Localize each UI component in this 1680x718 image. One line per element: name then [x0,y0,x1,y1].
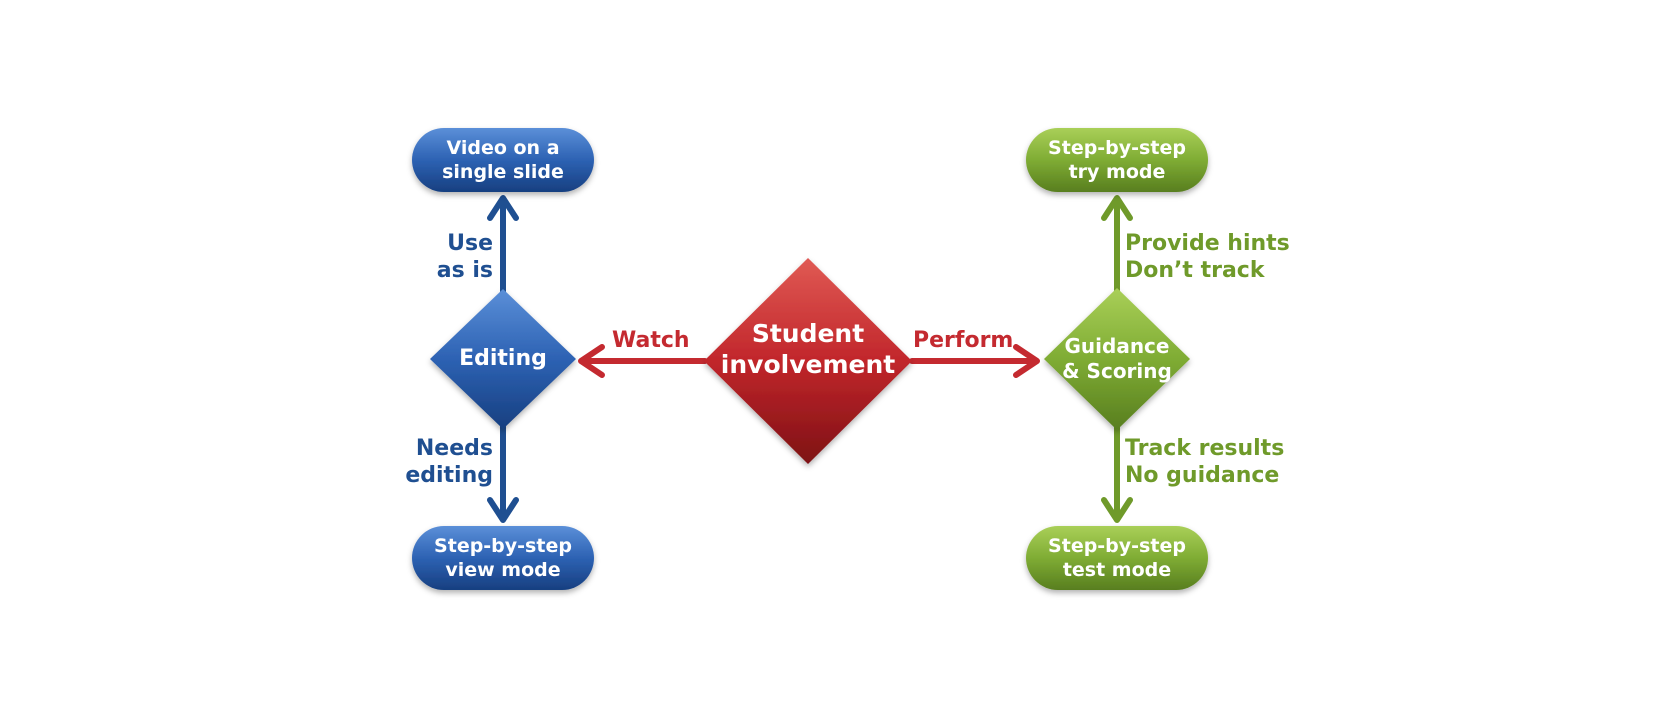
view-mode-text: Step-by-step view mode [412,534,594,582]
arrow-editing-to-video [487,195,519,295]
guidance-line-2: & Scoring [1062,359,1172,383]
arrow-perform [909,344,1040,378]
provide-hints-line-2: Don’t track [1125,258,1265,283]
try-mode-line-1: Step-by-step [1048,137,1186,159]
try-mode-text: Step-by-step try mode [1026,136,1208,184]
needs-editing-line-2: editing [405,463,493,488]
track-results-label: Track results No guidance [1125,435,1325,489]
video-line-2: single slide [442,161,564,183]
view-mode-line-1: Step-by-step [434,535,572,557]
test-mode-text: Step-by-step test mode [1026,534,1208,582]
guidance-scoring-label: Guidance & Scoring [1044,334,1190,384]
box-try-mode [1026,128,1208,192]
view-mode-line-2: view mode [445,559,561,581]
center-line-1: Student [751,319,865,348]
watch-label: Watch [612,328,690,353]
video-single-slide-text: Video on a single slide [412,136,594,184]
provide-hints-line-1: Provide hints [1125,231,1290,256]
arrow-guidance-to-test-mode [1101,421,1133,523]
perform-label: Perform [913,328,1014,353]
video-line-1: Video on a [446,137,560,159]
needs-editing-line-1: Needs [415,436,493,461]
test-mode-line-2: test mode [1062,559,1172,581]
box-view-mode [412,526,594,590]
use-as-is-label: Use as is [398,230,493,284]
needs-editing-label: Needs editing [393,435,493,489]
use-as-is-line-1: Use [447,231,493,256]
diamond-student-involvement [704,258,912,464]
provide-hints-label: Provide hints Don’t track [1125,230,1325,284]
center-label: Student involvement [718,318,898,380]
arrow-guidance-to-try-mode [1101,195,1133,293]
try-mode-line-2: try mode [1068,161,1166,183]
guidance-line-1: Guidance [1064,334,1170,358]
box-test-mode [1026,526,1208,590]
arrow-watch [578,344,708,378]
diamond-guidance-scoring [1044,288,1190,430]
track-results-line-1: Track results [1125,436,1285,461]
use-as-is-line-2: as is [436,258,493,283]
diamond-editing [430,289,576,429]
track-results-line-2: No guidance [1125,463,1280,488]
test-mode-line-1: Step-by-step [1048,535,1186,557]
box-video-single-slide [412,128,594,192]
editing-label: Editing [459,346,547,371]
center-line-2: involvement [720,350,896,379]
arrow-editing-to-view-mode [487,419,519,523]
